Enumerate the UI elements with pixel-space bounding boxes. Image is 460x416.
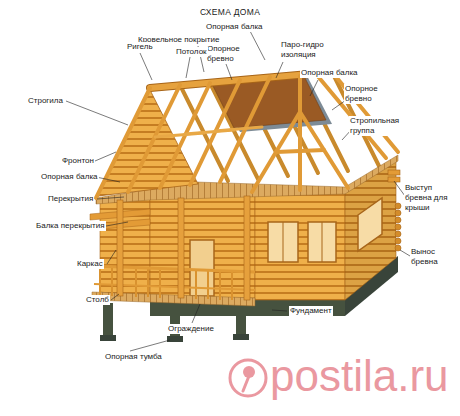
log-walls: [150, 196, 255, 298]
log-ends: [388, 170, 400, 175]
log-ends: [395, 203, 401, 209]
leader-lines: [226, 64, 232, 80]
foundation: [233, 334, 249, 340]
front-rafters: [128, 85, 180, 192]
leader-lines: [140, 53, 152, 80]
veranda: [92, 292, 255, 306]
collar-ties: [155, 127, 262, 137]
part-label: Перекрытия: [47, 194, 94, 204]
veranda: [195, 271, 197, 299]
watermark-logo: [243, 376, 249, 391]
cross-gable-rafters: [298, 76, 302, 112]
log-walls: [358, 198, 382, 251]
veranda: [159, 270, 161, 298]
veranda: [117, 200, 123, 296]
veranda: [147, 269, 149, 297]
leader-lines: [250, 31, 265, 60]
veranda: [231, 272, 233, 300]
part-label: Опорное бревно: [344, 84, 386, 104]
cross-gable-rafters: [298, 112, 302, 190]
veranda: [219, 272, 221, 300]
log-walls: [268, 222, 298, 262]
log-ends: [395, 238, 401, 244]
log-walls: [308, 222, 336, 262]
watermark-logo: [230, 360, 266, 396]
veranda: [178, 198, 184, 298]
part-label: Стропильная группа: [349, 116, 407, 136]
leader-lines: [97, 197, 124, 199]
part-label: Каркас: [76, 259, 104, 269]
part-label: Опорная балка: [205, 22, 264, 32]
log-walls: [322, 222, 323, 262]
part-label: Фронтон: [61, 156, 95, 166]
log-ends: [395, 224, 401, 230]
leader-lines: [106, 222, 128, 226]
leader-lines: [96, 177, 120, 182]
part-label: Ригель: [126, 42, 154, 52]
veranda: [207, 271, 209, 299]
leader-lines: [186, 57, 190, 78]
leader-lines: [130, 340, 170, 351]
leader-lines: [310, 80, 318, 96]
watermark: postila.ru: [270, 352, 449, 400]
log-walls: [255, 192, 345, 300]
part-label: Опорная балка: [40, 172, 99, 182]
veranda: [244, 196, 250, 300]
veranda: [135, 269, 137, 297]
part-label: Опорная балка: [300, 68, 359, 78]
part-label: Выступ бревна для крыши: [404, 183, 456, 213]
leader-lines: [276, 62, 283, 78]
leader-lines: [192, 304, 200, 323]
leader-lines: [66, 101, 128, 125]
part-label: Потолок: [175, 47, 208, 57]
leader-lines: [95, 152, 116, 161]
diagram-title: СХЕМА ДОМА: [0, 7, 460, 17]
front-rafters: [96, 88, 150, 198]
log-ends: [395, 231, 401, 237]
foundation: [100, 335, 116, 341]
veranda: [99, 268, 101, 296]
log-walls: [283, 222, 284, 262]
part-label: Балка перекрытия: [35, 221, 106, 231]
foundation: [236, 308, 246, 336]
cross-gable-rafters: [332, 72, 398, 152]
leader-lines: [400, 250, 410, 256]
part-label: Паро-гидро изоляция: [280, 40, 338, 60]
front-rafters: [96, 77, 270, 198]
leader-lines: [107, 250, 116, 264]
leader-lines: [272, 310, 287, 311]
watermark-logo: [230, 360, 266, 396]
log-ends: [395, 210, 401, 216]
foundation: [103, 303, 113, 337]
log-ends: [395, 217, 401, 223]
part-label: Столб: [85, 295, 110, 305]
foundation: [167, 336, 183, 342]
collar-ties: [215, 127, 262, 131]
part-label: Опорная тумба: [104, 352, 163, 362]
leader-lines: [111, 294, 119, 300]
leader-lines: [66, 31, 410, 351]
part-label: Строгила: [27, 96, 64, 106]
part-label: Фундамент: [289, 306, 333, 316]
part-label: Опорное бревно: [206, 44, 248, 64]
part-label: Ограждение: [167, 324, 215, 334]
veranda: [111, 268, 113, 296]
part-label: Вынос бревна: [410, 247, 456, 267]
veranda: [92, 196, 255, 306]
